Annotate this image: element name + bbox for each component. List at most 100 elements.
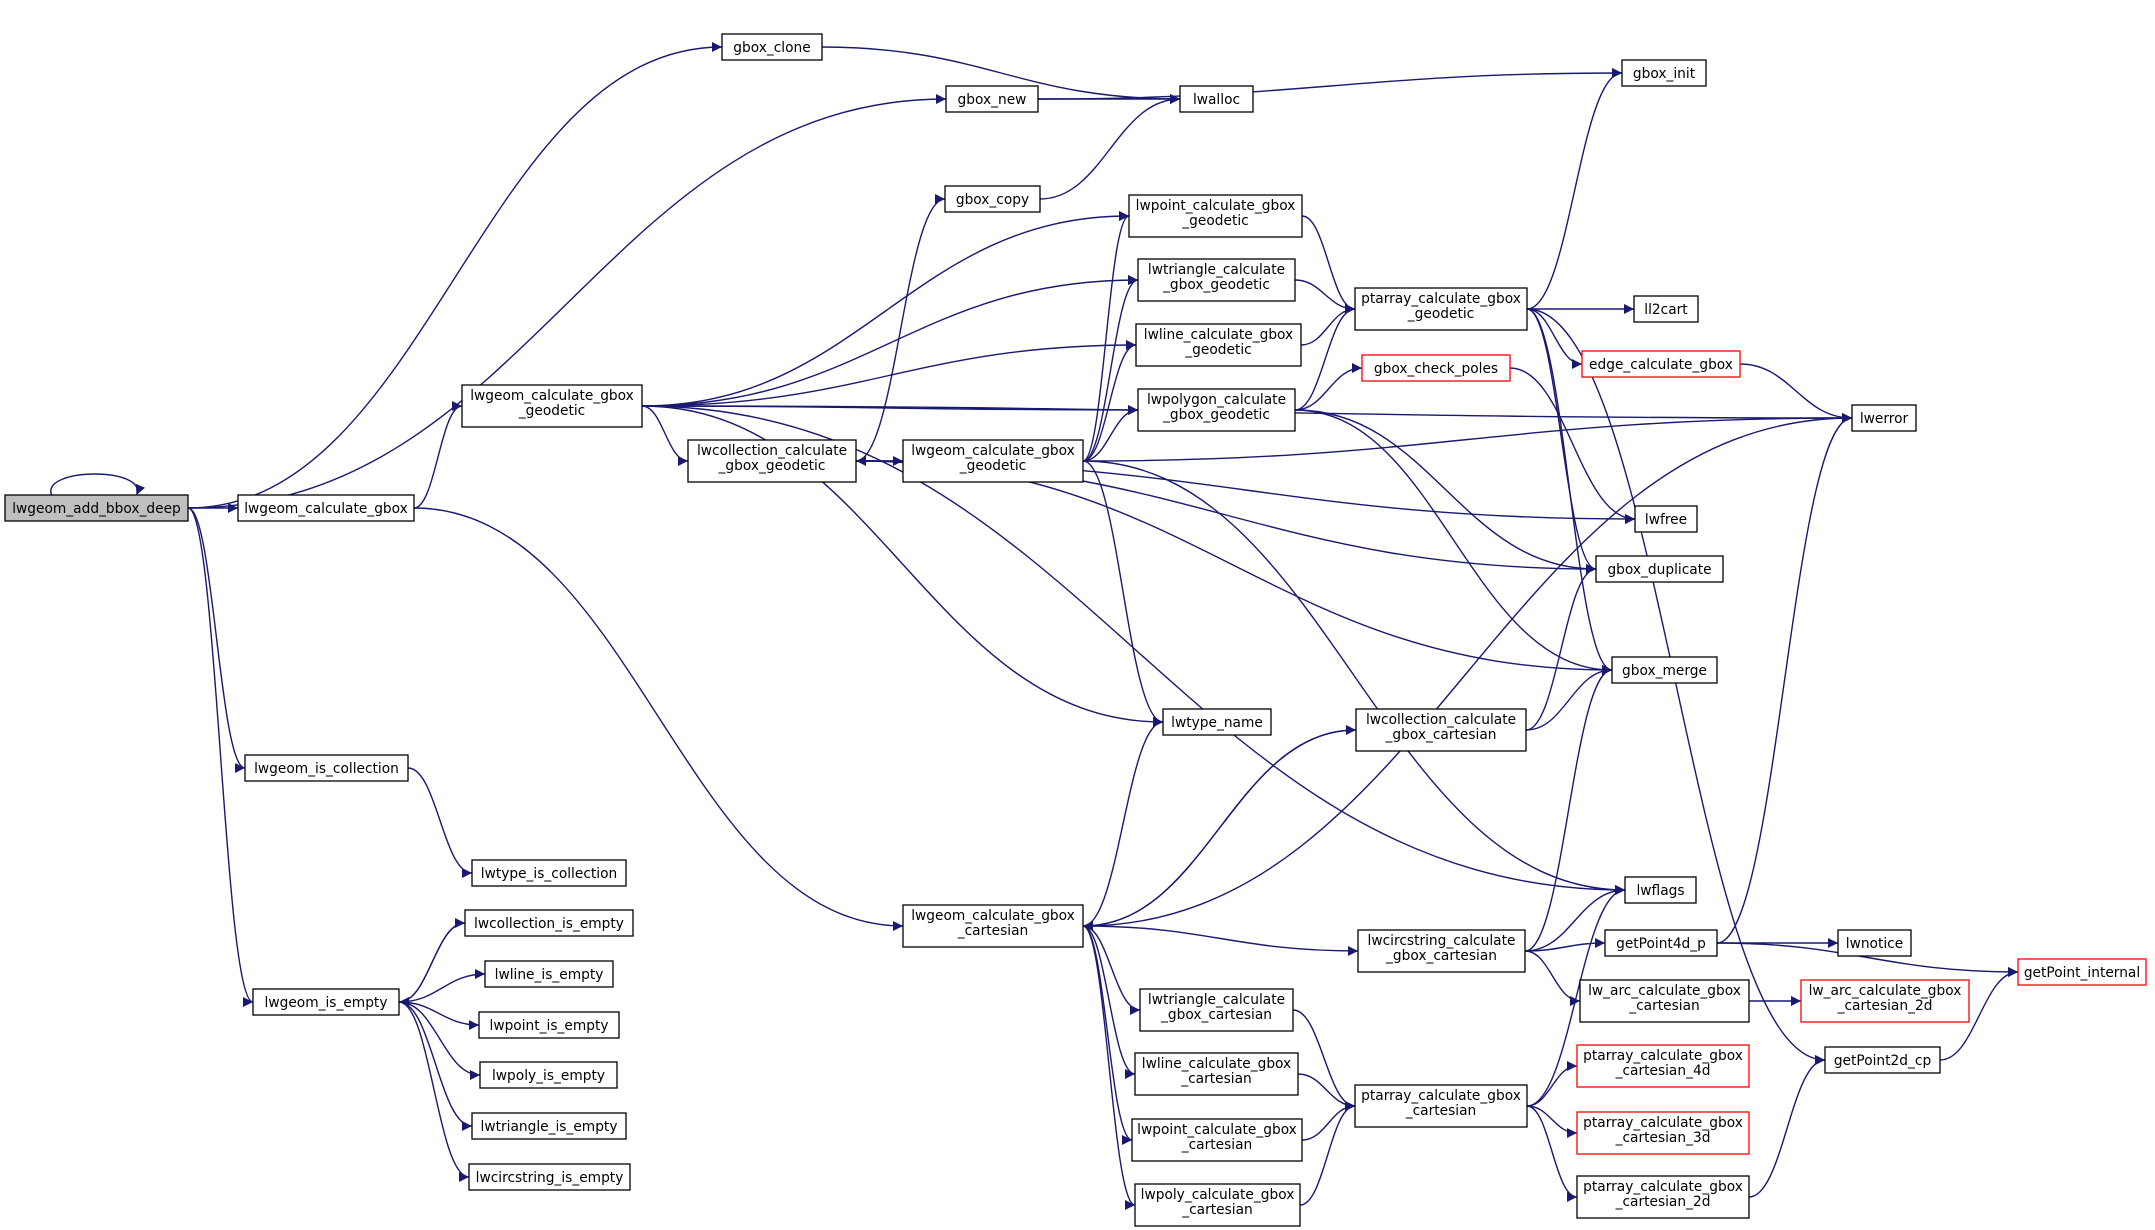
node-lwtriangle-calculate-gbox-cartesian[interactable]: lwtriangle_calculate_gbox_cartesian xyxy=(1139,988,1294,1032)
node-box xyxy=(1800,979,1970,1023)
node-lwerror[interactable]: lwerror xyxy=(1851,404,1917,432)
edge-lwgeom-calculate-gbox-geodetic-to-lwcollection-calculate-gbox-geodetic xyxy=(641,405,689,466)
node-label: lwgeom_calculate_gbox xyxy=(911,443,1075,459)
node-gbox-copy[interactable]: gbox_copy xyxy=(944,185,1041,213)
node-box xyxy=(1137,258,1296,302)
edge-gbox-clone-to-lwalloc xyxy=(821,46,1181,104)
node-label: lwpoly_is_empty xyxy=(492,1068,605,1084)
node-label: ptarray_calculate_gbox xyxy=(1583,1048,1743,1064)
node-label: lwcircstring_calculate xyxy=(1368,933,1516,949)
node-ll2cart[interactable]: ll2cart xyxy=(1633,295,1699,323)
node-gbox-check-poles[interactable]: gbox_check_poles xyxy=(1361,354,1511,382)
node-box xyxy=(1634,505,1698,533)
node-lwgeom-calculate-gbox-geodetic-2[interactable]: lwgeom_calculate_gbox_geodetic xyxy=(902,439,1084,483)
node-lwgeom-calculate-gbox-cartesian[interactable]: lwgeom_calculate_gbox_cartesian xyxy=(902,904,1084,948)
edge-lwgeom-add-bbox-deep-to-lwgeom-add-bbox-deep xyxy=(50,473,146,496)
node-lwcircstring-calculate-gbox-cartesian[interactable]: lwcircstring_calculate_gbox_cartesian xyxy=(1357,929,1526,973)
node-getpoint-internal[interactable]: getPoint_internal xyxy=(2017,958,2147,986)
node-label: _cartesian xyxy=(1181,1137,1253,1153)
edge-edge-calculate-gbox-to-lwerror xyxy=(1739,363,1853,423)
edge-lwtriangle-calculate-gbox-cartesian-to-ptarray-calculate-gbox-cartesian xyxy=(1292,1009,1356,1111)
edge-lwgeom-calculate-gbox-to-lwgeom-calculate-gbox-geodetic xyxy=(413,401,463,509)
node-label: _gbox_cartesian xyxy=(1385,727,1497,743)
node-gbox-merge[interactable]: gbox_merge xyxy=(1611,656,1718,684)
node-ptarray-calculate-gbox-geodetic[interactable]: ptarray_calculate_gbox_geodetic xyxy=(1354,287,1528,331)
node-lwnotice[interactable]: lwnotice xyxy=(1837,929,1912,957)
node-lwcollection-calculate-gbox-cartesian[interactable]: lwcollection_calculate_gbox_cartesian xyxy=(1355,708,1527,752)
edge-lwgeom-calculate-gbox-geodetic-to-lwpolygon-calculate-gbox-geodetic xyxy=(641,404,1139,415)
node-getpoint2d-cp[interactable]: getPoint2d_cp xyxy=(1824,1046,1941,1074)
edge-lwcircstring-calculate-gbox-cartesian-to-getpoint4d-p xyxy=(1524,938,1606,952)
node-lwline-is-empty[interactable]: lwline_is_empty xyxy=(484,960,614,988)
node-label: _geodetic xyxy=(959,458,1026,474)
node-lwgeom-is-collection[interactable]: lwgeom_is_collection xyxy=(244,754,409,782)
edge-lwline-calculate-gbox-cartesian-to-ptarray-calculate-gbox-cartesian xyxy=(1297,1073,1356,1111)
node-lwfree[interactable]: lwfree xyxy=(1634,505,1698,533)
node-getpoint4d-p[interactable]: getPoint4d_p xyxy=(1604,929,1718,957)
node-ptarray-calculate-gbox-cartesian-4d[interactable]: ptarray_calculate_gbox_cartesian_4d xyxy=(1576,1044,1750,1088)
node-label: _gbox_cartesian xyxy=(1160,1007,1272,1023)
node-lwpoint-calculate-gbox-geodetic[interactable]: lwpoint_calculate_gbox_geodetic xyxy=(1128,194,1303,238)
edge-lwgeom-add-bbox-deep-to-gbox-clone xyxy=(187,42,723,509)
node-box xyxy=(237,494,415,522)
edge-lwgeom-is-empty-to-lwpoint-is-empty xyxy=(398,1001,480,1030)
node-lw-arc-calculate-gbox-cartesian[interactable]: lw_arc_calculate_gbox_cartesian xyxy=(1579,979,1750,1023)
node-box xyxy=(471,1112,627,1140)
node-box xyxy=(1135,323,1302,367)
node-lwgeom-add-bbox-deep[interactable]: lwgeom_add_bbox_deep xyxy=(4,494,189,522)
edge-gbox-copy-to-lwalloc xyxy=(1039,94,1181,200)
node-gbox-clone[interactable]: gbox_clone xyxy=(721,33,823,61)
node-ptarray-calculate-gbox-cartesian-2d[interactable]: ptarray_calculate_gbox_cartesian_2d xyxy=(1576,1175,1750,1219)
node-label: lwtriangle_calculate xyxy=(1148,262,1285,278)
node-label: _cartesian_4d xyxy=(1615,1063,1711,1079)
node-lwtriangle-is-empty[interactable]: lwtriangle_is_empty xyxy=(471,1112,627,1140)
node-lwpoint-is-empty[interactable]: lwpoint_is_empty xyxy=(478,1011,620,1039)
node-gbox-init[interactable]: gbox_init xyxy=(1621,59,1707,87)
node-label: gbox_check_poles xyxy=(1374,361,1498,377)
node-lwflags[interactable]: lwflags xyxy=(1624,876,1697,904)
edge-lwgeom-add-bbox-deep-to-lwgeom-is-collection xyxy=(187,507,246,773)
node-label: lwpoint_calculate_gbox xyxy=(1136,198,1296,214)
node-gbox-duplicate[interactable]: gbox_duplicate xyxy=(1595,555,1724,583)
node-box xyxy=(1179,85,1254,113)
node-box xyxy=(1139,988,1294,1032)
node-lw-arc-calculate-gbox-cartesian-2d[interactable]: lw_arc_calculate_gbox_cartesian_2d xyxy=(1800,979,1970,1023)
node-lwpoly-calculate-gbox-cartesian[interactable]: lwpoly_calculate_gbox_cartesian xyxy=(1134,1183,1301,1227)
edge-lwgeom-calculate-gbox-geodetic-2-to-lwtriangle-calculate-gbox-geodetic xyxy=(1082,275,1139,462)
node-ptarray-calculate-gbox-cartesian-3d[interactable]: ptarray_calculate_gbox_cartesian_3d xyxy=(1576,1111,1750,1155)
node-lwcircstring-is-empty[interactable]: lwcircstring_is_empty xyxy=(468,1163,631,1191)
node-edge-calculate-gbox[interactable]: edge_calculate_gbox xyxy=(1581,350,1741,378)
node-lwgeom-is-empty[interactable]: lwgeom_is_empty xyxy=(252,988,400,1016)
node-lwpoly-is-empty[interactable]: lwpoly_is_empty xyxy=(479,1061,618,1089)
node-lwtype-name[interactable]: lwtype_name xyxy=(1162,708,1272,736)
node-box xyxy=(1357,929,1526,973)
node-box xyxy=(471,859,627,887)
edge-lwpoint-calculate-gbox-geodetic-to-ptarray-calculate-gbox-geodetic xyxy=(1301,215,1356,314)
node-label: lwgeom_is_collection xyxy=(254,761,399,777)
edge-ptarray-calculate-gbox-cartesian-to-ptarray-calculate-gbox-cartesian-2d xyxy=(1526,1105,1578,1202)
node-layer: lwgeom_add_bbox_deep lwgeom_calculate_gbo… xyxy=(4,33,2147,1227)
edge-ptarray-calculate-gbox-cartesian-to-ptarray-calculate-gbox-cartesian-3d xyxy=(1526,1105,1578,1138)
node-lwline-calculate-gbox-cartesian[interactable]: lwline_calculate_gbox_cartesian xyxy=(1134,1052,1299,1096)
node-lwtriangle-calculate-gbox-geodetic[interactable]: lwtriangle_calculate_gbox_geodetic xyxy=(1137,258,1296,302)
node-label: lwerror xyxy=(1860,411,1909,427)
node-lwcollection-calculate-gbox-geodetic[interactable]: lwcollection_calculate_gbox_geodetic xyxy=(687,439,857,483)
node-label: _cartesian xyxy=(1180,1071,1252,1087)
node-lwalloc[interactable]: lwalloc xyxy=(1179,85,1254,113)
node-box xyxy=(1621,59,1707,87)
node-box xyxy=(1579,979,1750,1023)
node-label: lwpoint_calculate_gbox xyxy=(1137,1122,1297,1138)
node-lwgeom-calculate-gbox[interactable]: lwgeom_calculate_gbox xyxy=(237,494,415,522)
node-lwpolygon-calculate-gbox-geodetic[interactable]: lwpolygon_calculate_gbox_geodetic xyxy=(1137,388,1296,432)
node-label: _cartesian xyxy=(1405,1103,1477,1119)
node-lwpoint-calculate-gbox-cartesian[interactable]: lwpoint_calculate_gbox_cartesian xyxy=(1131,1118,1303,1162)
node-lwcollection-is-empty[interactable]: lwcollection_is_empty xyxy=(464,909,634,937)
node-lwtype-is-collection[interactable]: lwtype_is_collection xyxy=(471,859,627,887)
node-label: getPoint2d_cp xyxy=(1834,1053,1931,1069)
node-ptarray-calculate-gbox-cartesian[interactable]: ptarray_calculate_gbox_cartesian xyxy=(1354,1084,1528,1128)
node-lwline-calculate-gbox-geodetic[interactable]: lwline_calculate_gbox_geodetic xyxy=(1135,323,1302,367)
node-gbox-new[interactable]: gbox_new xyxy=(945,85,1039,113)
node-lwgeom-calculate-gbox-geodetic[interactable]: lwgeom_calculate_gbox_geodetic xyxy=(461,384,643,428)
node-box xyxy=(687,439,857,483)
